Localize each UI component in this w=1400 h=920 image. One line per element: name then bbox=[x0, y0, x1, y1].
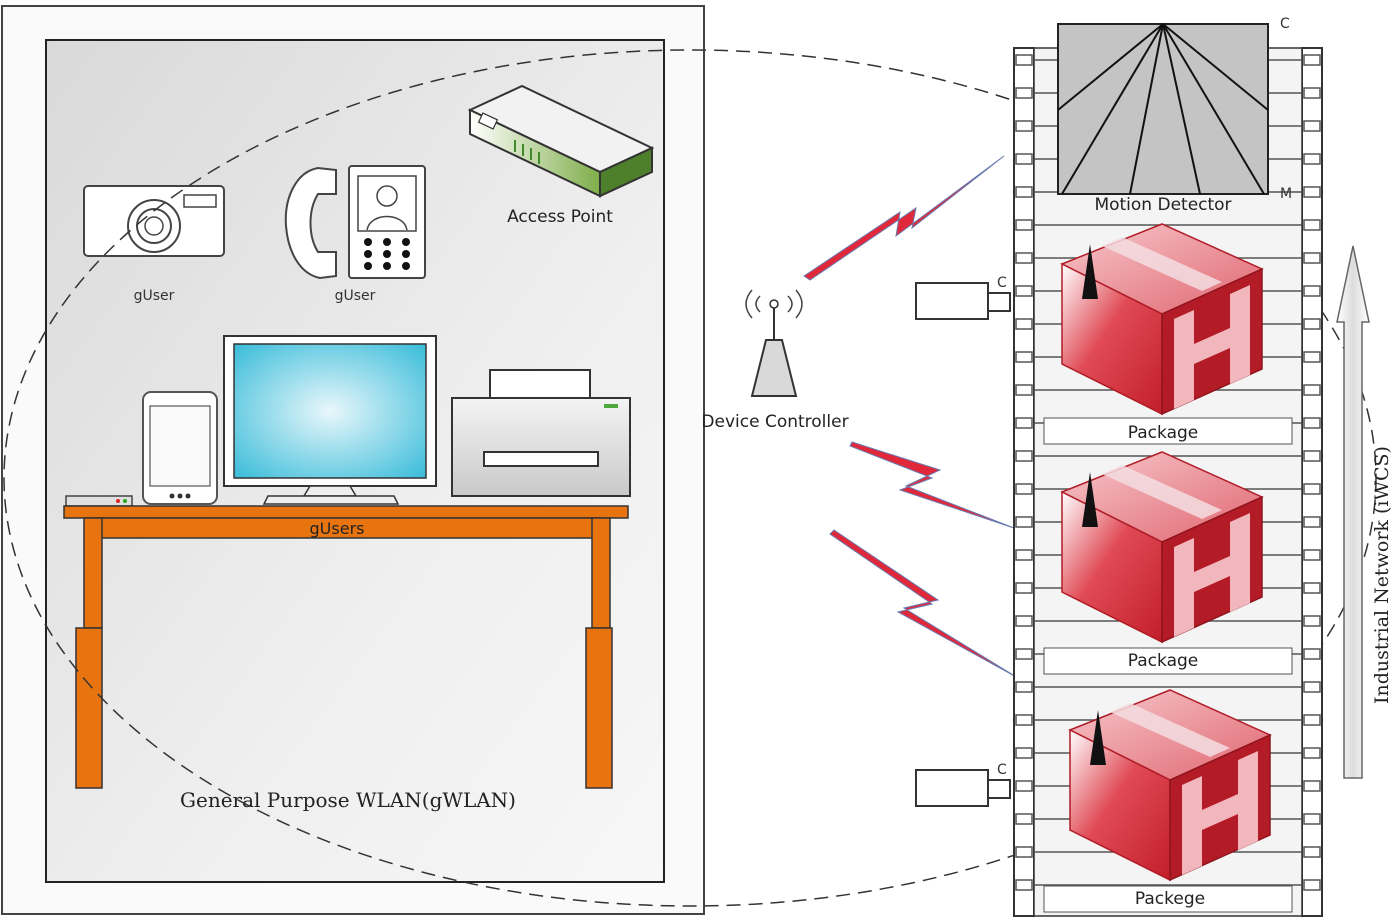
conveyor-rail-link bbox=[1015, 318, 1033, 330]
tablet-icon bbox=[142, 391, 218, 505]
conveyor-rail-link bbox=[1015, 747, 1033, 759]
conveyor-rail-link bbox=[1303, 681, 1321, 693]
conveyor-rail-link bbox=[1015, 153, 1033, 165]
conveyor-rail-link bbox=[1303, 648, 1321, 660]
conveyor-rail-link bbox=[1303, 714, 1321, 726]
conveyor-rail-link bbox=[1303, 219, 1321, 231]
printer-icon bbox=[451, 369, 631, 497]
conveyor-rail-link bbox=[1303, 516, 1321, 528]
conveyor-rail-link bbox=[1015, 186, 1033, 198]
conveyor-rail-link bbox=[1303, 417, 1321, 429]
conveyor-rail-link bbox=[1015, 120, 1033, 132]
side-camera-icon-1 bbox=[915, 282, 1011, 320]
conveyor-rail-link bbox=[1015, 879, 1033, 891]
conveyor-rail-link bbox=[1015, 615, 1033, 627]
conveyor-rail-link bbox=[1015, 285, 1033, 297]
conveyor-rail-link bbox=[1303, 351, 1321, 363]
package-label-1: Package bbox=[1128, 423, 1198, 443]
conveyor-rail-link bbox=[1303, 582, 1321, 594]
conveyor-rail-link bbox=[1015, 450, 1033, 462]
guser-phone-label: gUser bbox=[335, 288, 376, 304]
conveyor-rail-link bbox=[1303, 54, 1321, 66]
conveyor-rail-link bbox=[1015, 219, 1033, 231]
conveyor-rail-link bbox=[1303, 186, 1321, 198]
gwlan-label: General Purpose WLAN(gWLAN) bbox=[180, 788, 516, 812]
detector-c-label: C bbox=[1280, 16, 1290, 32]
router-icon bbox=[65, 495, 133, 507]
motion-detector-label: Motion Detector bbox=[1094, 195, 1231, 215]
conveyor-rail-link bbox=[1015, 516, 1033, 528]
conveyor-rail-link bbox=[1015, 87, 1033, 99]
conveyor-rail-link bbox=[1303, 252, 1321, 264]
conveyor-rail-link bbox=[1015, 780, 1033, 792]
industrial-network-label: Industrial Network (iWCS) bbox=[1371, 446, 1393, 704]
conveyor-rail-link bbox=[1015, 813, 1033, 825]
camera-icon bbox=[83, 185, 225, 257]
flow-arrow-icon bbox=[1336, 245, 1370, 779]
conveyor-rail-link bbox=[1303, 846, 1321, 858]
conveyor-rail-link bbox=[1015, 549, 1033, 561]
conveyor-rail-link bbox=[1015, 582, 1033, 594]
camera-c-label-1: C bbox=[997, 275, 1007, 291]
conveyor-rail-link bbox=[1303, 813, 1321, 825]
conveyor-rail-link bbox=[1303, 747, 1321, 759]
conveyor-rail-link bbox=[1303, 450, 1321, 462]
guser-camera-label: gUser bbox=[134, 288, 175, 304]
access-point-label: Access Point bbox=[507, 207, 613, 227]
conveyor-rail-link bbox=[1015, 252, 1033, 264]
conveyor-rail-link bbox=[1303, 549, 1321, 561]
access-point-icon bbox=[467, 84, 655, 198]
conveyor-rail-link bbox=[1303, 87, 1321, 99]
wireless-link-icons bbox=[803, 155, 1019, 679]
video-phone-icon bbox=[284, 165, 426, 280]
conveyor-rail-link bbox=[1303, 384, 1321, 396]
gusers-label: gUsers bbox=[310, 519, 365, 538]
conveyor-rail-link bbox=[1015, 54, 1033, 66]
conveyor-rail-link bbox=[1303, 483, 1321, 495]
conveyor-rail-link bbox=[1015, 714, 1033, 726]
conveyor-rail-link bbox=[1015, 384, 1033, 396]
conveyor-rail-link bbox=[1015, 648, 1033, 660]
coverage-ellipse bbox=[3, 49, 1377, 907]
conveyor-rail-link bbox=[1015, 417, 1033, 429]
conveyor-rail-link bbox=[1015, 846, 1033, 858]
motion-detector-icon bbox=[1057, 23, 1269, 195]
package-label-3: Packege bbox=[1135, 889, 1205, 909]
side-camera-icon-2 bbox=[915, 769, 1011, 807]
conveyor-rail-link bbox=[1303, 879, 1321, 891]
camera-c-label-2: C bbox=[997, 762, 1007, 778]
conveyor-rail-link bbox=[1015, 681, 1033, 693]
conveyor-rail-link bbox=[1303, 615, 1321, 627]
conveyor-rail-link bbox=[1303, 780, 1321, 792]
conveyor-rail-link bbox=[1015, 483, 1033, 495]
package-label-2: Package bbox=[1128, 651, 1198, 671]
desk bbox=[63, 505, 629, 789]
conveyor-rail-link bbox=[1303, 318, 1321, 330]
device-controller-label: Device Controller bbox=[701, 412, 848, 432]
conveyor-rail-link bbox=[1303, 285, 1321, 297]
conveyor-rail-link bbox=[1303, 120, 1321, 132]
detector-m-label: M bbox=[1280, 186, 1292, 202]
conveyor-rail-link bbox=[1303, 153, 1321, 165]
monitor-icon bbox=[223, 335, 437, 505]
conveyor-rail-link bbox=[1015, 351, 1033, 363]
device-controller-icon bbox=[745, 289, 803, 397]
